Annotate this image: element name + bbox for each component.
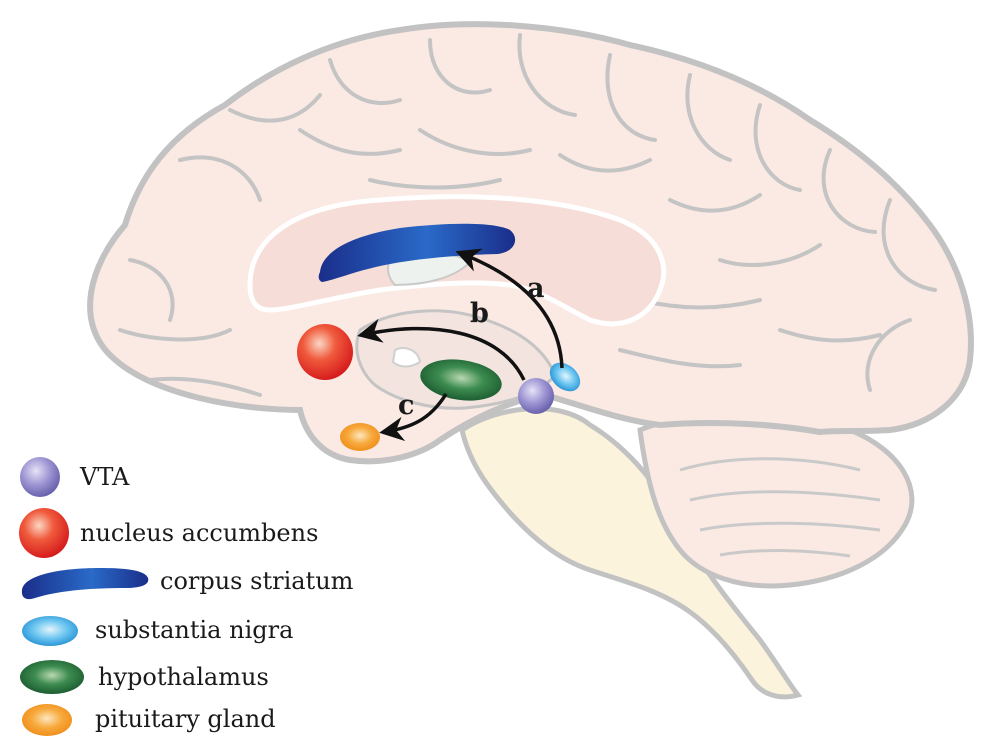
pathway-c-arrow [379, 393, 448, 442]
legend-swatch-substantia-nigra [22, 616, 78, 646]
legend-label-corpus-striatum: corpus striatum [160, 567, 354, 595]
hypothalamus [420, 359, 502, 401]
cerebellum-folia [679, 457, 881, 558]
pituitary-gland [340, 423, 380, 451]
legend-label-substantia-nigra: substantia nigra [95, 616, 293, 644]
nucleus-accumbens [297, 324, 353, 380]
brainstem [459, 406, 803, 700]
legend-swatch-corpus-striatum [21, 568, 149, 600]
third-ventricle [391, 347, 422, 368]
pathway-label-b: b [470, 298, 489, 329]
corpus-striatum [318, 223, 516, 282]
legend-swatch-pituitary-gland [22, 704, 72, 736]
pathway-b-arrow [357, 318, 526, 381]
vta [518, 378, 554, 414]
substantia-nigra [549, 362, 581, 392]
legend-label-nucleus-accumbens: nucleus accumbens [80, 519, 318, 547]
legend-swatch-nucleus-accumbens [19, 508, 69, 558]
legend: VTA nucleus accumbens corpus striatum su… [19, 457, 354, 736]
legend-label-pituitary-gland: pituitary gland [95, 705, 276, 733]
pathway-a-arrow [455, 248, 564, 369]
legend-swatch-vta [20, 457, 60, 497]
legend-label-hypothalamus: hypothalamus [98, 663, 269, 691]
pathway-label-a: a [527, 273, 545, 304]
pathway-label-c: c [398, 390, 414, 421]
legend-label-vta: VTA [79, 463, 130, 491]
legend-swatch-hypothalamus [20, 660, 84, 694]
cerebral-sulci [118, 33, 937, 397]
